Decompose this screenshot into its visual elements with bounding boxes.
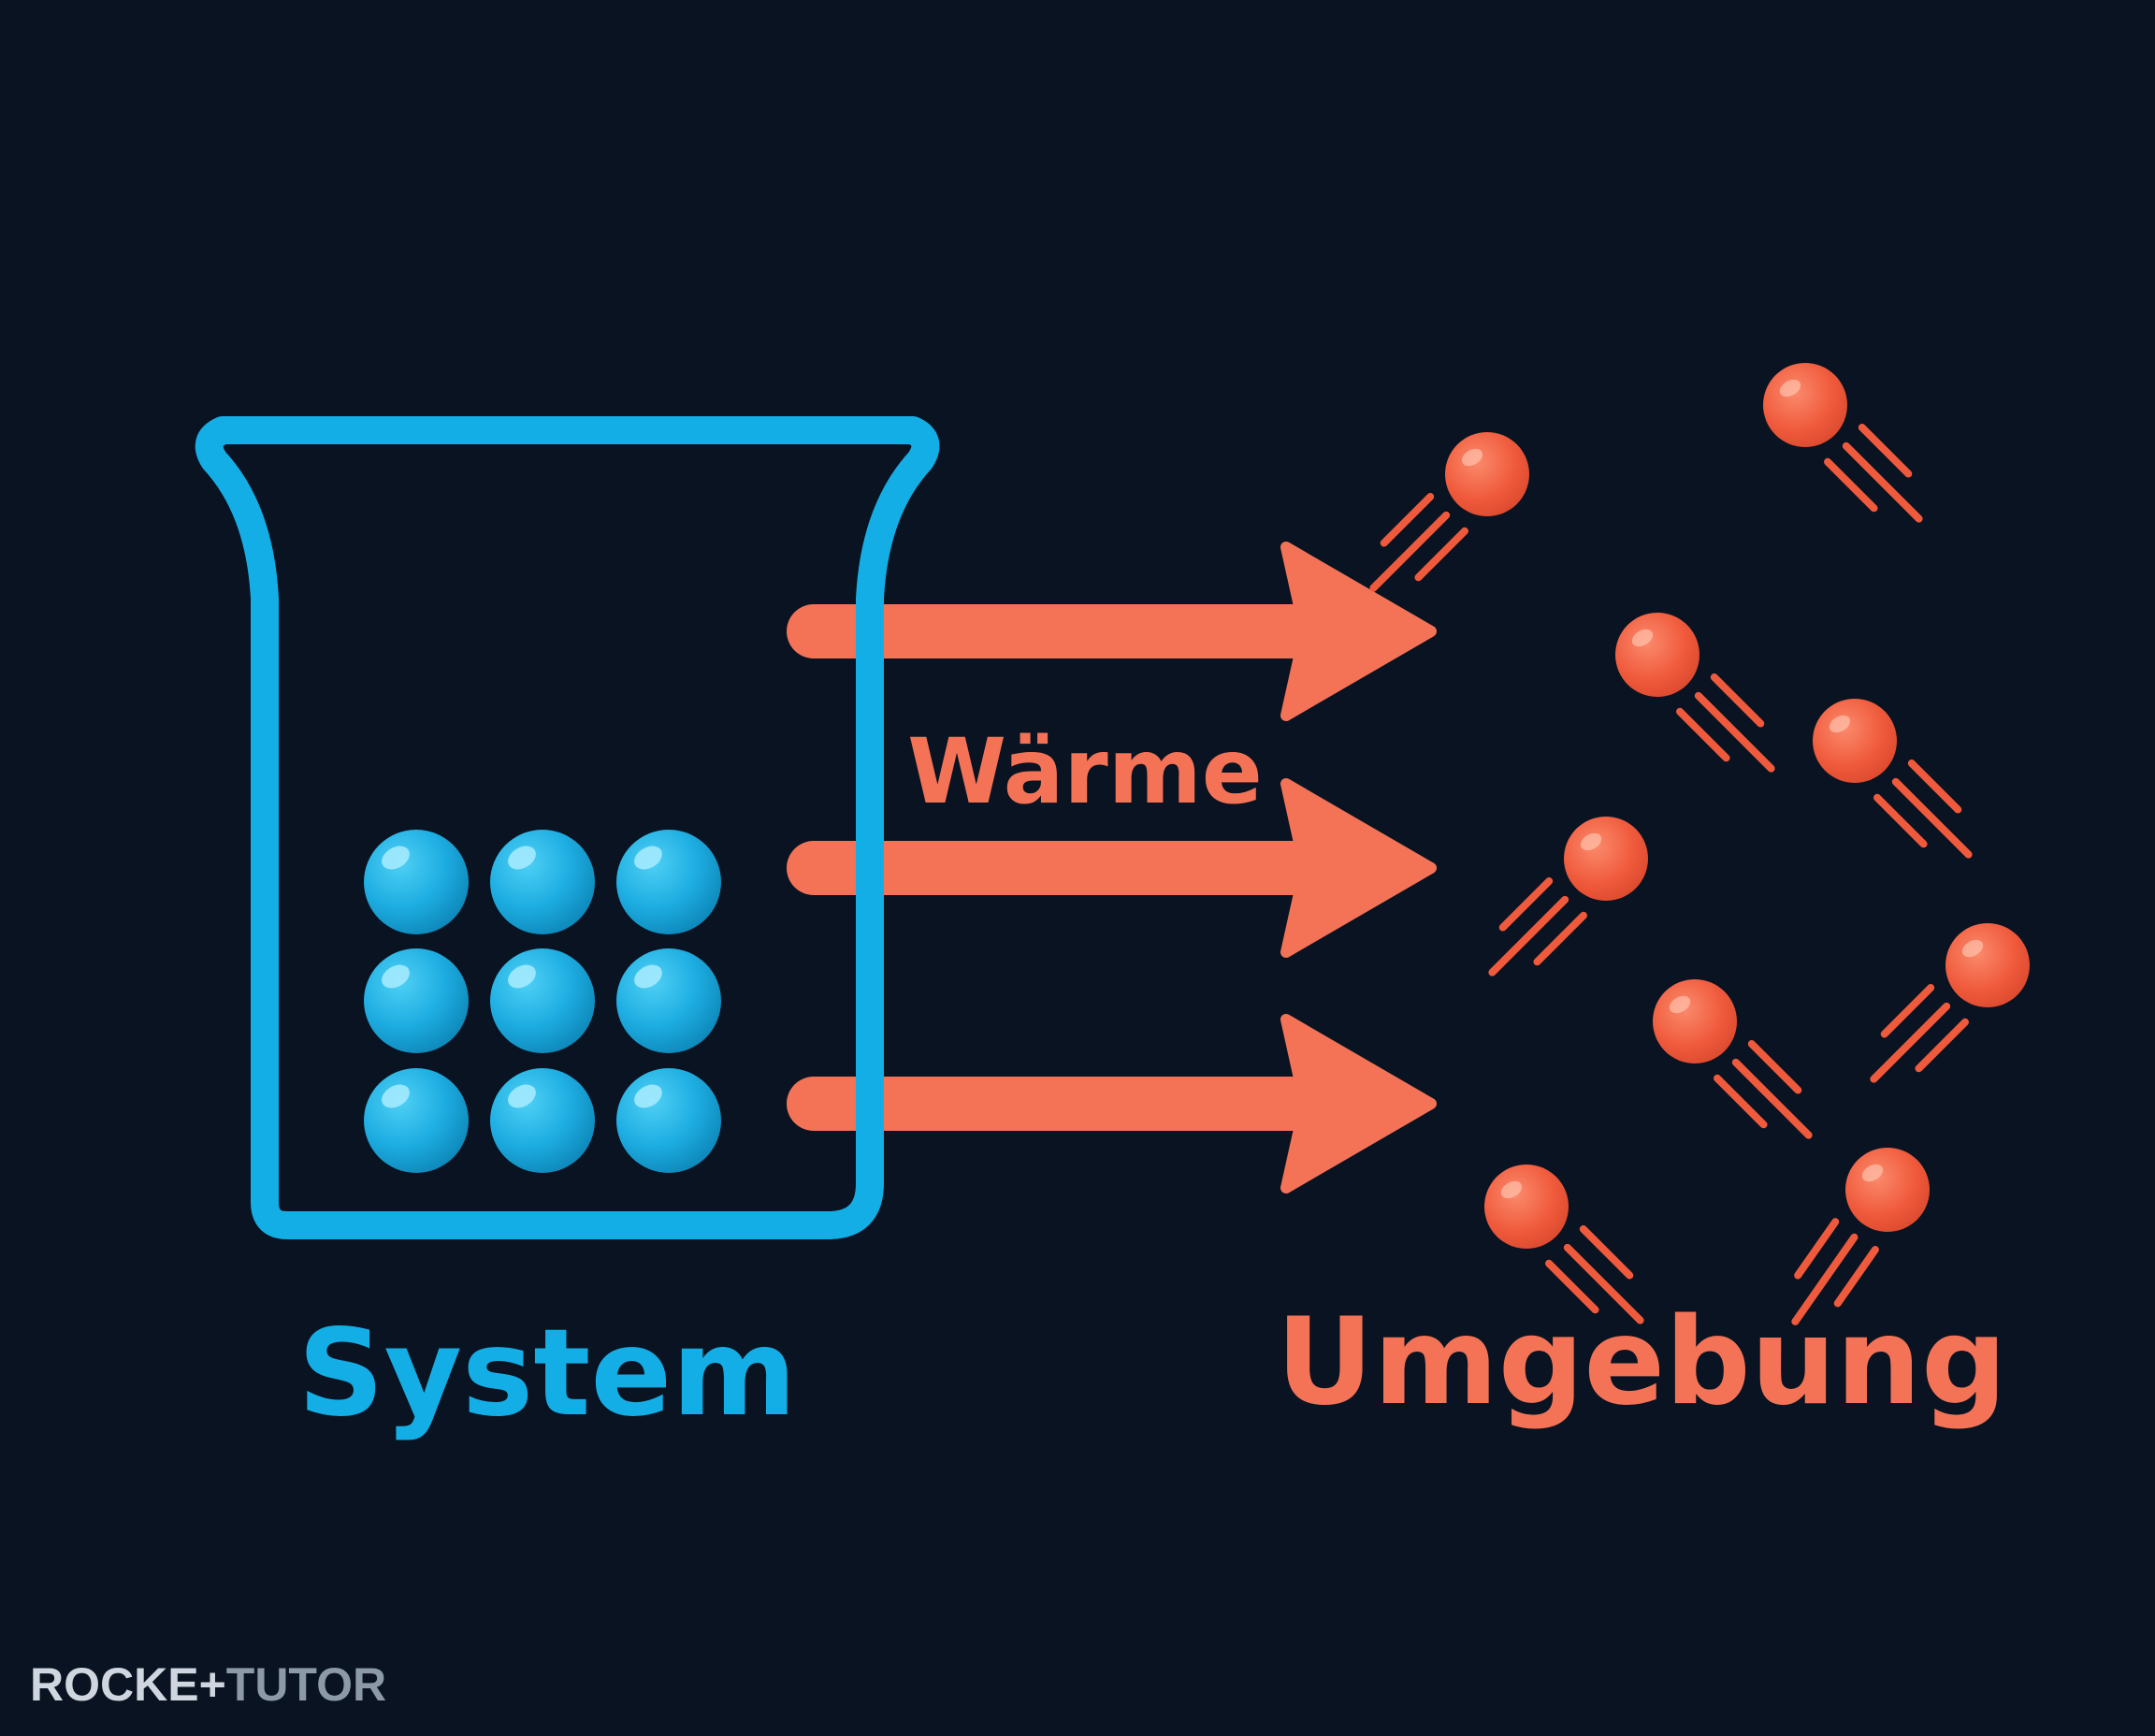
moving-particle-icon — [1488, 817, 1648, 976]
moving-particle-icon — [1615, 613, 1775, 773]
particle-icon — [490, 830, 595, 934]
particle-icon — [616, 1068, 721, 1173]
particle-icon — [364, 830, 469, 934]
beaker-icon — [195, 416, 940, 1239]
particle-icon — [616, 830, 721, 934]
particle-icon — [490, 1068, 595, 1173]
particle-icon — [364, 948, 469, 1053]
logo-plus-icon: + — [199, 1658, 226, 1711]
arrow-right-icon — [787, 1014, 1437, 1194]
system-particles — [364, 830, 721, 1173]
system-label: System — [297, 1304, 796, 1443]
arrow-right-icon — [787, 542, 1437, 721]
particle-icon — [364, 1068, 469, 1173]
brand-logo: ROCKE+TUTOR — [30, 1658, 386, 1711]
moving-particle-icon — [1813, 699, 1973, 859]
environment-particles — [1369, 363, 2030, 1325]
heat-label: Wärme — [907, 719, 1263, 824]
particle-icon — [490, 948, 595, 1053]
svg-text:ROCKE+TUTOR: ROCKE+TUTOR — [30, 1658, 386, 1711]
moving-particle-icon — [1763, 363, 1923, 523]
moving-particle-icon — [1369, 432, 1529, 592]
arrow-right-icon — [787, 778, 1437, 958]
moving-particle-icon — [1484, 1165, 1644, 1324]
moving-particle-icon — [1653, 979, 1813, 1139]
moving-particle-icon — [1870, 923, 2030, 1083]
moving-particle-icon — [1791, 1148, 1930, 1325]
environment-label: Umgebung — [1276, 1293, 2006, 1432]
logo-text: ROCKE — [30, 1658, 199, 1711]
particle-icon — [616, 948, 721, 1053]
heat-arrows — [787, 542, 1437, 1194]
